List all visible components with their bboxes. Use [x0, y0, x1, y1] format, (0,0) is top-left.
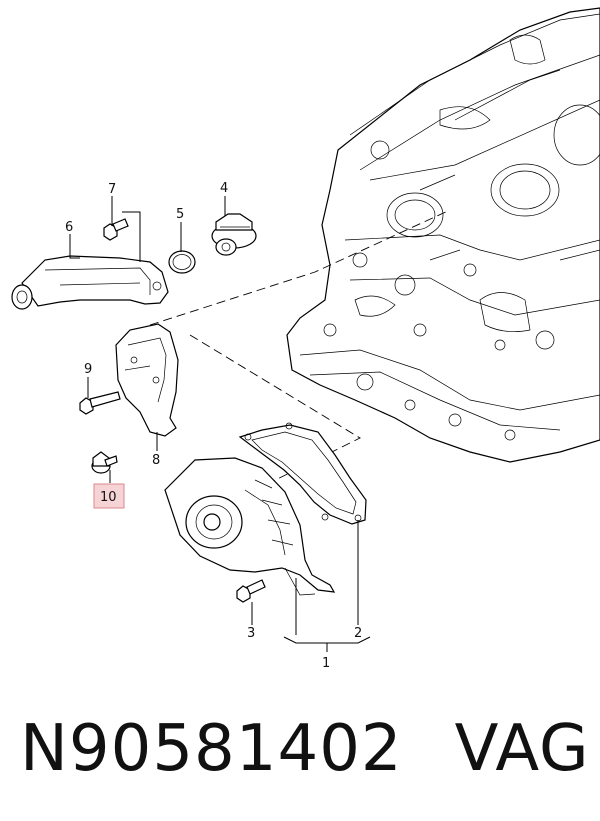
water-pump-1 [164, 457, 336, 596]
callout-1: 1 [322, 656, 330, 671]
bolt-7 [103, 218, 129, 241]
exploded-parts-diagram: 1 2 3 4 5 6 7 8 9 10 [11, 7, 600, 671]
callout-4: 4 [220, 181, 228, 196]
o-ring-5 [168, 250, 196, 274]
callout-8: 8 [152, 453, 160, 468]
callout-2: 2 [354, 626, 362, 641]
gasket-2 [238, 422, 367, 525]
part-number: N90581402 [20, 712, 403, 786]
coolant-pipe [11, 255, 169, 310]
callout-7: 7 [108, 182, 116, 197]
callout-5: 5 [176, 207, 184, 222]
highlighted-callout-box [93, 483, 125, 509]
part-caption: N90581402 VAG [20, 712, 600, 786]
bolt-9 [79, 391, 121, 415]
callout-9: 9 [84, 362, 92, 377]
cover-8 [115, 323, 179, 437]
nut-10 [91, 451, 118, 474]
callout-6: 6 [65, 220, 73, 235]
callout-10: 10 [100, 490, 117, 505]
leader-lines [69, 196, 371, 652]
bolt-3 [236, 579, 266, 603]
brand-name: VAG [454, 712, 590, 786]
engine-block [286, 7, 600, 463]
thermostat-4 [211, 213, 257, 256]
callout-3: 3 [247, 626, 255, 641]
callout-labels: 1 2 3 4 5 6 7 8 9 10 [65, 181, 362, 671]
